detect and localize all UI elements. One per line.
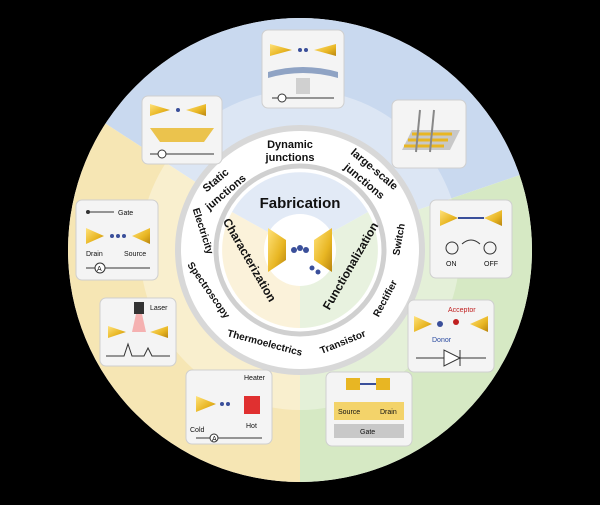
label-acceptor: Acceptor xyxy=(448,307,476,314)
center-junction-icon xyxy=(268,228,332,275)
label-source: Source xyxy=(124,251,146,258)
label-cold: Cold xyxy=(190,427,205,434)
label-donor: Donor xyxy=(432,337,452,344)
label-drain: Drain xyxy=(86,251,103,258)
label-fabrication: Fabrication xyxy=(260,195,341,212)
label-ammeter-2: A xyxy=(212,436,217,443)
label-on: ON xyxy=(446,261,457,268)
label-ammeter: A xyxy=(97,266,102,273)
label-dynamic-1: Dynamic xyxy=(267,139,313,151)
label-hot: Hot xyxy=(246,423,257,430)
label-dynamic-2: junctions xyxy=(265,152,315,164)
label-source-2: Source xyxy=(338,409,360,416)
panel-static-junction xyxy=(141,95,223,165)
label-gate-2: Gate xyxy=(360,429,375,436)
label-laser: Laser xyxy=(150,305,168,312)
panel-switch: ON OFF xyxy=(429,199,513,279)
panel-largescale-junction xyxy=(391,99,467,169)
panel-thermoelectrics: Heater Cold Hot A xyxy=(185,369,273,445)
panel-transistor: Source Drain Gate xyxy=(325,371,413,447)
label-off: OFF xyxy=(484,261,498,268)
label-gate: Gate xyxy=(118,210,133,217)
label-heater: Heater xyxy=(244,375,266,382)
panel-dynamic-junction xyxy=(261,29,345,109)
panel-spectroscopy: Laser xyxy=(99,297,177,367)
panel-rectifier: Acceptor Donor xyxy=(407,299,495,373)
label-drain-2: Drain xyxy=(380,409,397,416)
panel-electricity: Gate Drain Source A xyxy=(75,199,159,281)
